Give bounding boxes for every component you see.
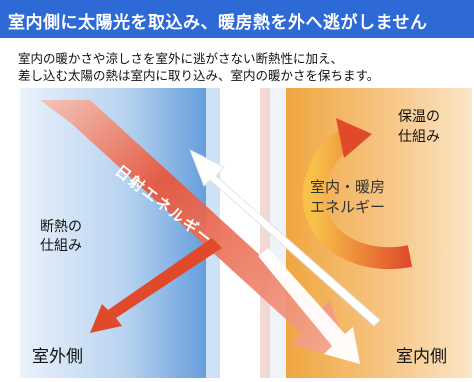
indoor-heating-label-line2: エネルギー [310,198,386,216]
low-e-coating [260,88,270,378]
indoor-heat-arrowhead [336,118,372,158]
solar-energy-arrow [40,100,350,360]
description-line-2: 差し込む太陽の熱は室内に取り込み、室内の暖かさを保ちます。 [18,68,380,83]
heat-retention-label-line1: 保温の [398,109,440,125]
insulation-label-line1: 断熱の [40,219,82,235]
insulation-label-line2: 仕組み [40,238,82,254]
reflected-heat-arrow [189,148,381,327]
solar-reflected-arrow [90,238,222,333]
indoor-heat-curve-arrow [302,128,413,270]
heat-retention-label-line2: 仕組み [398,129,440,145]
diagram-graphic [20,88,472,378]
indoor-side-label: 室内側 [396,347,447,367]
description-line-1: 室内の暖かさや涼しさを室外に逃がさない断熱性に加え、 [18,51,344,66]
title-banner: 室内側に太陽光を取込み、暖房熱を外へ逃がしません [0,0,474,38]
glass-insulation-diagram: 日射エネルギー 室内・暖房 エネルギー 断熱の 仕組み 保温の 仕組み 室外側 … [20,88,472,378]
outdoor-side-label: 室外側 [32,347,83,367]
indoor-heating-label-line1: 室内・暖房 [310,178,386,196]
solar-transmitted-arrow [258,248,360,364]
page-title: 室内側に太陽光を取込み、暖房熱を外へ逃がしません [8,13,428,33]
